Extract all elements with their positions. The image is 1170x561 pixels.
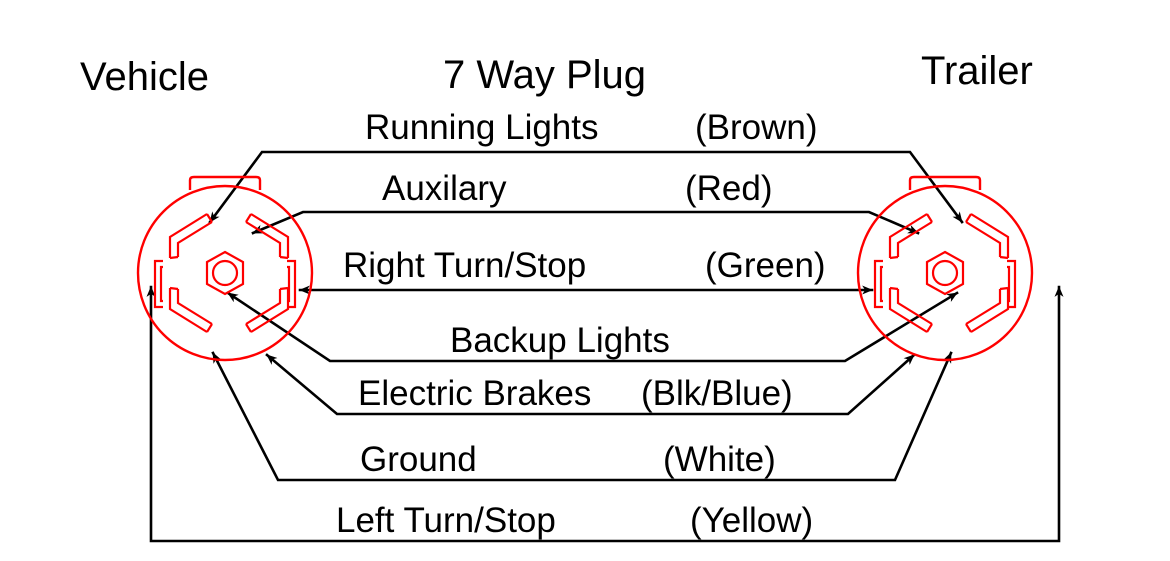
connector-keyway-tab-left xyxy=(188,175,262,190)
circuit-color: (White) xyxy=(663,440,776,479)
wire-electric-brakes xyxy=(265,353,916,416)
pin-center-left[interactable] xyxy=(205,250,245,296)
pin-upper-right-left-connector[interactable] xyxy=(245,213,290,260)
connector-keyway-tab-right xyxy=(908,175,982,190)
circuit-label-ground: Ground (White) xyxy=(360,440,776,479)
trailer-label: Trailer xyxy=(921,49,1033,93)
circuit-color: (Yellow) xyxy=(690,501,813,540)
circuit-name: Backup Lights xyxy=(450,321,670,360)
trailer-7-way-connector[interactable] xyxy=(856,175,1034,362)
circuit-label-auxilary: Auxilary (Red) xyxy=(382,169,773,208)
wire-left-turn-stop xyxy=(146,285,1064,543)
pin-upper-right-right-connector[interactable] xyxy=(965,213,1010,260)
page-title: 7 Way Plug xyxy=(443,53,646,97)
connector-body-right xyxy=(856,184,1034,362)
circuit-name: Electric Brakes xyxy=(358,374,591,413)
pin-upper-left-right-connector[interactable] xyxy=(888,213,933,260)
circuit-color: (Green) xyxy=(705,246,826,285)
vehicle-label: Vehicle xyxy=(80,55,209,99)
pin-upper-left-left-connector[interactable] xyxy=(168,213,213,260)
circuit-label-running-lights: Running Lights (Brown) xyxy=(365,108,818,147)
pin-lower-left-right-connector[interactable] xyxy=(888,286,933,333)
pin-lower-right-left-connector[interactable] xyxy=(245,286,290,333)
pin-left-right-connector[interactable] xyxy=(873,259,883,309)
circuit-name: Left Turn/Stop xyxy=(336,501,556,540)
circuit-name: Running Lights xyxy=(365,108,599,147)
wire-ground xyxy=(211,351,953,482)
circuit-label-electric-brakes: Electric Brakes (Blk/Blue) xyxy=(358,374,793,413)
circuit-label-right-turn-stop: Right Turn/Stop (Green) xyxy=(343,246,826,285)
circuit-color: (Red) xyxy=(685,169,773,208)
pin-lower-left-left-connector[interactable] xyxy=(168,286,213,333)
circuit-label-backup-lights: Backup Lights xyxy=(450,321,670,360)
circuit-name: Right Turn/Stop xyxy=(343,246,586,285)
circuit-color: (Blk/Blue) xyxy=(641,374,793,413)
pin-lower-right-right-connector[interactable] xyxy=(965,286,1010,333)
pin-center-right[interactable] xyxy=(925,250,965,296)
wire-auxilary xyxy=(251,210,920,235)
circuit-label-left-turn-stop: Left Turn/Stop (Yellow) xyxy=(336,501,813,540)
circuit-name: Auxilary xyxy=(382,169,507,208)
pin-left-left-connector[interactable] xyxy=(153,259,163,309)
circuit-name: Ground xyxy=(360,440,477,479)
connector-body-left xyxy=(136,184,314,362)
circuit-color: (Brown) xyxy=(695,108,818,147)
wire-network xyxy=(146,150,1064,543)
vehicle-7-way-connector[interactable] xyxy=(136,175,314,362)
circuit-labels: Running Lights (Brown) Auxilary (Red) Ri… xyxy=(336,108,826,540)
